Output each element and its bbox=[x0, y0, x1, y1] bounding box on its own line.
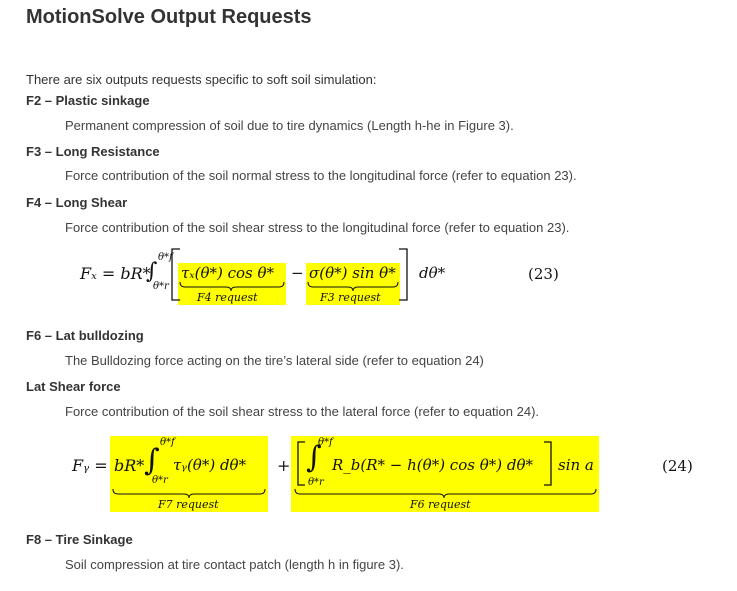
term-f3: F3 – Long Resistance bbox=[26, 144, 160, 159]
eq23-label-f4-request: F4 request bbox=[197, 291, 258, 304]
eq24-left-bracket bbox=[297, 441, 305, 486]
eq24-lower-limit-2: θ*r bbox=[308, 477, 324, 488]
eq23-minus: − bbox=[291, 264, 304, 282]
eq23-highlight-f4 bbox=[178, 263, 286, 305]
eq23-upper-limit: θ*f bbox=[158, 252, 173, 263]
eq23-underbrace-1 bbox=[179, 281, 285, 292]
definition-f2: Permanent compression of soil due to tir… bbox=[65, 118, 514, 133]
term-f8: F8 – Tire Sinkage bbox=[26, 532, 133, 547]
eq24-label-f6-request: F6 request bbox=[410, 498, 471, 511]
eq24-sin-term: sin a bbox=[558, 456, 594, 474]
eq23-label-f3-request: F3 request bbox=[320, 291, 381, 304]
eq24-upper-limit-2: θ*f bbox=[318, 437, 333, 448]
term-f4: F4 – Long Shear bbox=[26, 195, 128, 210]
eq23-integral-sign: ∫ bbox=[146, 259, 158, 284]
eq24-right-bracket bbox=[544, 441, 552, 486]
eq23-lower-limit: θ*r bbox=[153, 281, 169, 292]
eq23-differential: dθ* bbox=[419, 264, 446, 282]
definition-f3: Force contribution of the soil normal st… bbox=[65, 168, 577, 183]
term-lat-shear: Lat Shear force bbox=[26, 379, 121, 394]
page-title: MotionSolve Output Requests bbox=[26, 6, 312, 28]
eq23-right-bracket bbox=[399, 248, 408, 301]
eq24-lower-limit-1: θ*r bbox=[152, 475, 168, 486]
eq23-underbrace-2 bbox=[307, 281, 399, 292]
eq24-term-f7: τᵧ(θ*) dθ* bbox=[173, 456, 247, 474]
eq24-highlight-f6 bbox=[291, 436, 599, 512]
eq23-number: (23) bbox=[528, 265, 559, 283]
term-f2: F2 – Plastic sinkage bbox=[26, 93, 150, 108]
eq24-underbrace-2 bbox=[294, 488, 597, 499]
eq23-term-f3: σ(θ*) sin θ* bbox=[309, 264, 396, 282]
eq24-highlight-f7 bbox=[110, 436, 268, 512]
eq23-highlight-f3 bbox=[306, 263, 400, 305]
eq23-term-f4: τₓ(θ*) cos θ* bbox=[181, 264, 275, 282]
eq24-label-f7-request: F7 request bbox=[158, 498, 219, 511]
definition-f8: Soil compression at tire contact patch (… bbox=[65, 557, 404, 572]
eq24-underbrace-1 bbox=[112, 488, 266, 499]
definition-f4: Force contribution of the soil shear str… bbox=[65, 220, 570, 235]
eq24-integral-sign-1: ∫ bbox=[144, 443, 160, 478]
intro-text: There are six outputs requests specific … bbox=[26, 72, 377, 87]
eq24-number: (24) bbox=[662, 457, 693, 475]
eq24-upper-limit-1: θ*f bbox=[160, 437, 175, 448]
eq24-term-f6: R_b(R* − h(θ*) cos θ*) dθ* bbox=[332, 456, 533, 474]
eq24-integral-sign-2: ∫ bbox=[306, 440, 322, 475]
eq23-left-bracket bbox=[171, 248, 180, 301]
definition-lat-shear: Force contribution of the soil shear str… bbox=[65, 404, 540, 419]
definition-f6: The Bulldozing force acting on the tire’… bbox=[65, 353, 484, 368]
term-f6: F6 – Lat bulldozing bbox=[26, 328, 144, 343]
eq24-lhs: Fᵧ = bbox=[72, 456, 108, 475]
eq24-plus: + bbox=[277, 456, 291, 475]
eq23-lhs: Fₓ = bR* bbox=[80, 264, 151, 283]
eq24-coefficient: bR* bbox=[114, 456, 145, 475]
